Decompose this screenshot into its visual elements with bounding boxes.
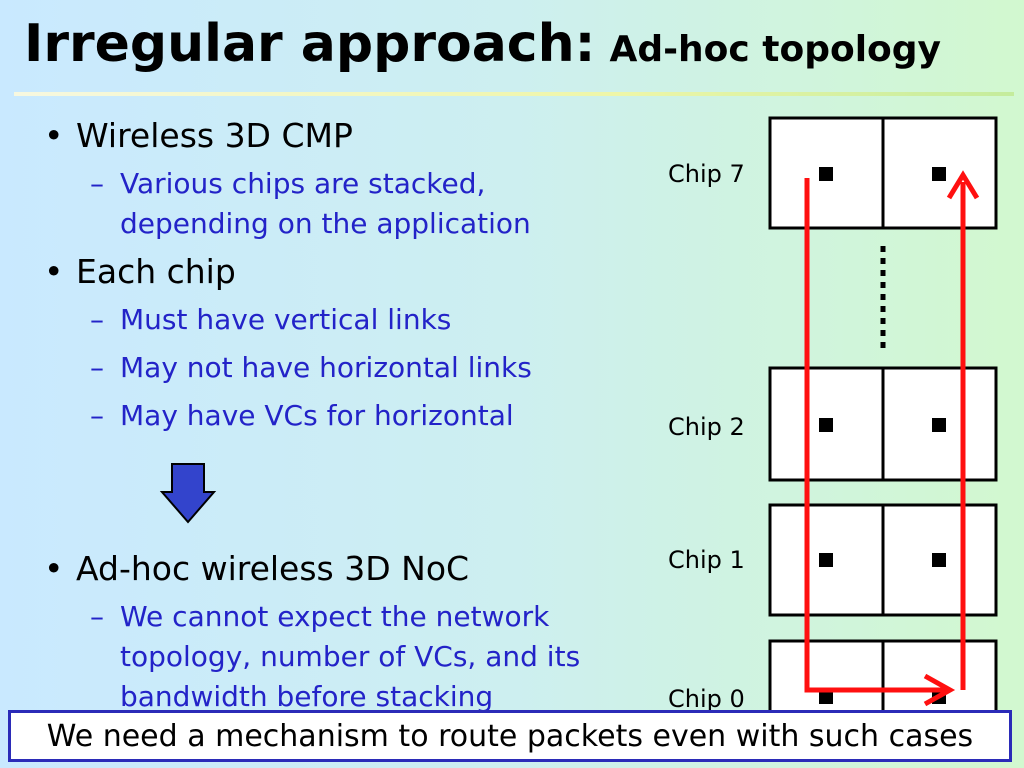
- sub-bullet-horizontal-links: May not have horizontal links: [40, 348, 630, 388]
- bullet-wireless-cmp: Wireless 3D CMP: [40, 116, 630, 156]
- sub-bullet-vcs: May have VCs for horizontal: [40, 396, 630, 436]
- route-arrowhead-up: [946, 170, 980, 200]
- route-arrowhead-right: [923, 673, 956, 707]
- sub-bullet-expectation: We cannot expect the network topology, n…: [40, 597, 630, 717]
- conclusion-box: We need a mechanism to route packets eve…: [8, 710, 1012, 762]
- slide-title: Irregular approach: Ad-hoc topology: [24, 14, 941, 74]
- route-link-path: [804, 178, 945, 693]
- down-arrow-icon: [159, 463, 217, 524]
- chip-label-1: Chip 1: [668, 546, 745, 574]
- chip-label-2: Chip 2: [668, 413, 745, 441]
- chip-label-0: Chip 0: [668, 685, 745, 713]
- chip-label-7: Chip 7: [668, 160, 745, 188]
- bullet-list: Wireless 3D CMP Various chips are stacke…: [40, 108, 630, 717]
- title-divider: [14, 92, 1014, 96]
- bullet-adhoc-noc: Ad-hoc wireless 3D NoC: [40, 549, 630, 589]
- sub-bullet-vertical-links: Must have vertical links: [40, 300, 630, 340]
- title-sub: Ad-hoc topology: [609, 29, 942, 70]
- title-main: Irregular approach:: [24, 14, 596, 74]
- conclusion-text: We need a mechanism to route packets eve…: [46, 718, 974, 754]
- bullet-each-chip: Each chip: [40, 252, 630, 292]
- sub-bullet-stacked: Various chips are stacked, depending on …: [40, 164, 630, 244]
